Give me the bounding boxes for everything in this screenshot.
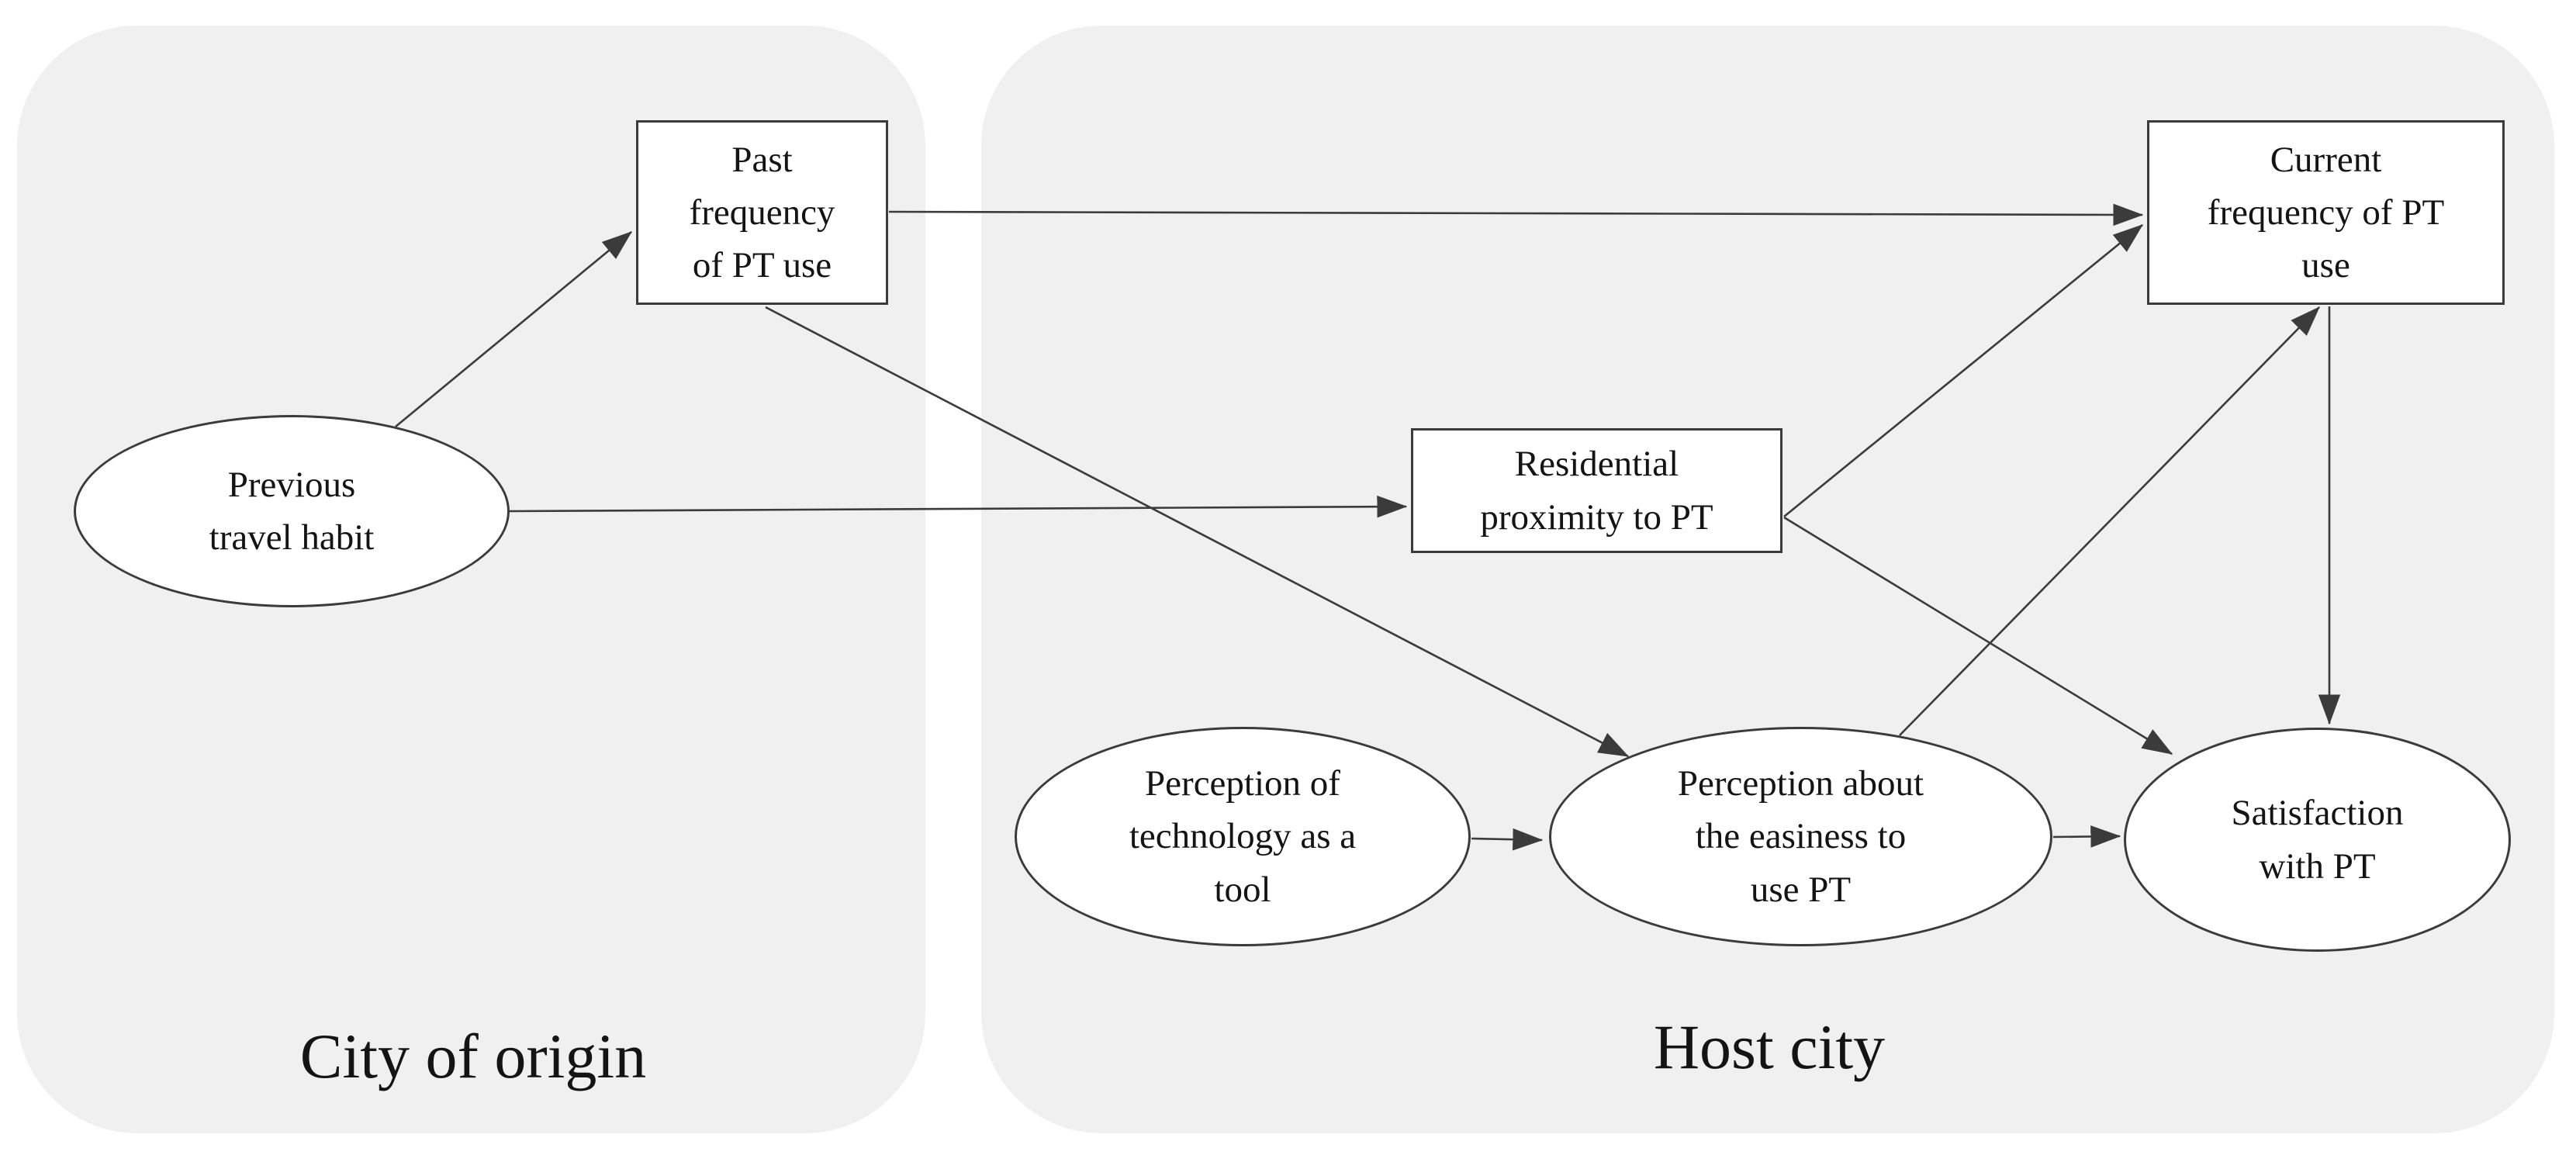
node-satisfaction-with-pt: Satisfaction with PT [2124,728,2511,952]
node-previous-travel-habit-label: Previous travel habit [209,464,375,558]
node-perception-of-technology: Perception of technology as a tool [1015,727,1471,946]
node-past-frequency-of-pt-use: Past frequency of PT use [636,120,888,305]
node-residential-proximity-label: Residential proximity to PT [1480,444,1713,538]
node-current-frequency-of-pt-use: Current frequency of PT use [2147,120,2505,305]
node-perception-about-easiness: Perception about the easiness to use PT [1549,727,2052,946]
node-past-frequency-label: Past frequency of PT use [689,139,835,286]
host-city-label: Host city [1653,1011,1886,1082]
city-of-origin-label: City of origin [299,1021,647,1091]
node-satisfaction-with-pt-label: Satisfaction with PT [2231,793,2404,887]
node-perception-of-technology-label: Perception of technology as a tool [1129,763,1357,910]
node-residential-proximity-to-pt: Residential proximity to PT [1411,428,1782,553]
node-current-frequency-label: Current frequency of PT use [2207,139,2445,286]
node-previous-travel-habit: Previous travel habit [74,415,510,607]
node-perception-about-easiness-label: Perception about the easiness to use PT [1677,763,1924,910]
